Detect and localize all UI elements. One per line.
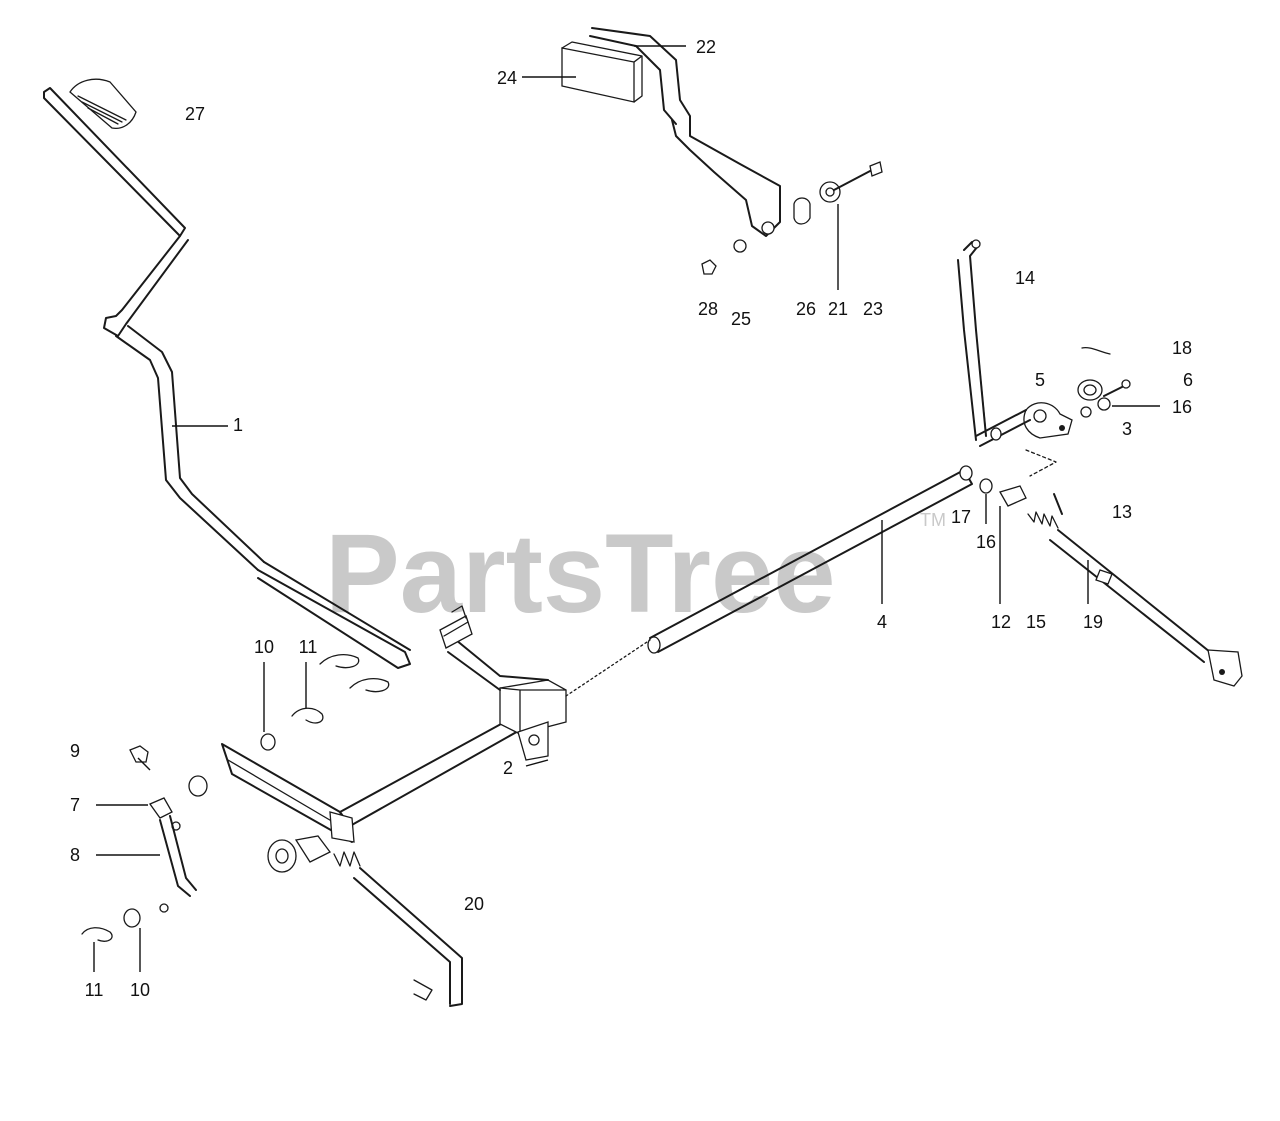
callout-24: 24 bbox=[497, 68, 517, 88]
part-13-pin[interactable] bbox=[1053, 493, 1063, 515]
callout-5: 5 bbox=[1035, 370, 1045, 390]
part-5-pivot-bracket[interactable] bbox=[975, 402, 1073, 447]
part-17-bracket[interactable] bbox=[1025, 449, 1057, 477]
part-14-lever[interactable] bbox=[957, 239, 987, 441]
part-1-lift-lever[interactable] bbox=[43, 87, 411, 669]
callout-6: 6 bbox=[1183, 370, 1193, 390]
callout-3: 3 bbox=[1122, 419, 1132, 439]
part-28-nut[interactable] bbox=[701, 259, 717, 275]
callout-10-upper: 10 bbox=[254, 637, 274, 657]
callout-21: 21 bbox=[828, 299, 848, 319]
callout-10-lower: 10 bbox=[130, 980, 150, 1000]
part-8-link-rod[interactable] bbox=[159, 815, 197, 913]
callout-17: 17 bbox=[951, 507, 971, 527]
leader-9 bbox=[137, 757, 151, 771]
callout-8: 8 bbox=[70, 845, 80, 865]
callout-23: 23 bbox=[863, 299, 883, 319]
watermark-trademark: TM bbox=[920, 510, 946, 530]
part-3-bolt[interactable] bbox=[1103, 379, 1131, 397]
part-25-washer[interactable] bbox=[733, 239, 747, 253]
part-27-pedal-pad[interactable] bbox=[69, 78, 137, 130]
part-7-swivel[interactable] bbox=[149, 797, 181, 831]
part-11-clip-upper[interactable] bbox=[291, 653, 390, 724]
callout-26: 26 bbox=[796, 299, 816, 319]
part-12-swivel[interactable] bbox=[999, 485, 1027, 507]
part-2-cross-shaft[interactable] bbox=[221, 605, 567, 843]
callout-14: 14 bbox=[1015, 268, 1035, 288]
watermark: PartsTree bbox=[325, 511, 836, 636]
callout-4: 4 bbox=[877, 612, 887, 632]
part-22-pedal-arm[interactable] bbox=[589, 27, 781, 237]
part-16-washer-lower[interactable] bbox=[979, 478, 993, 494]
callout-25: 25 bbox=[731, 309, 751, 329]
part-23-bolt[interactable] bbox=[833, 161, 883, 191]
part-10-washer-lower[interactable] bbox=[123, 908, 141, 928]
part-10-washer-upper[interactable] bbox=[188, 733, 276, 797]
callout-9: 9 bbox=[70, 741, 80, 761]
part-16-washer-upper[interactable] bbox=[1080, 397, 1111, 418]
callout-12: 12 bbox=[991, 612, 1011, 632]
callout-11-lower: 11 bbox=[85, 980, 104, 1000]
part-4-rod[interactable] bbox=[565, 465, 973, 697]
part-19-cable[interactable] bbox=[1049, 529, 1243, 687]
part-9-nut[interactable] bbox=[129, 745, 149, 763]
callout-22: 22 bbox=[696, 37, 716, 57]
callout-20: 20 bbox=[464, 894, 484, 914]
callout-16-lower: 16 bbox=[976, 532, 996, 552]
callout-1: 1 bbox=[233, 415, 243, 435]
part-20-cable[interactable] bbox=[267, 835, 463, 1007]
callout-27: 27 bbox=[185, 104, 205, 124]
part-24-pedal-pad[interactable] bbox=[561, 41, 643, 103]
part-6-bushing[interactable] bbox=[1077, 379, 1103, 401]
part-21-bushing[interactable] bbox=[819, 181, 841, 203]
callout-13: 13 bbox=[1112, 502, 1132, 522]
callout-28: 28 bbox=[698, 299, 718, 319]
part-18-clip[interactable] bbox=[1081, 346, 1111, 355]
callout-15: 15 bbox=[1026, 612, 1046, 632]
part-11-clip-lower[interactable] bbox=[81, 927, 113, 942]
callout-7: 7 bbox=[70, 795, 80, 815]
callout-19: 19 bbox=[1083, 612, 1103, 632]
callout-11-upper: 11 bbox=[299, 637, 318, 657]
part-26-spacer[interactable] bbox=[793, 197, 811, 225]
callout-16-upper: 16 bbox=[1172, 397, 1192, 417]
part-15-spring[interactable] bbox=[1027, 511, 1059, 529]
callout-18: 18 bbox=[1172, 338, 1192, 358]
leader-2 bbox=[525, 759, 549, 767]
callout-2: 2 bbox=[503, 758, 513, 778]
